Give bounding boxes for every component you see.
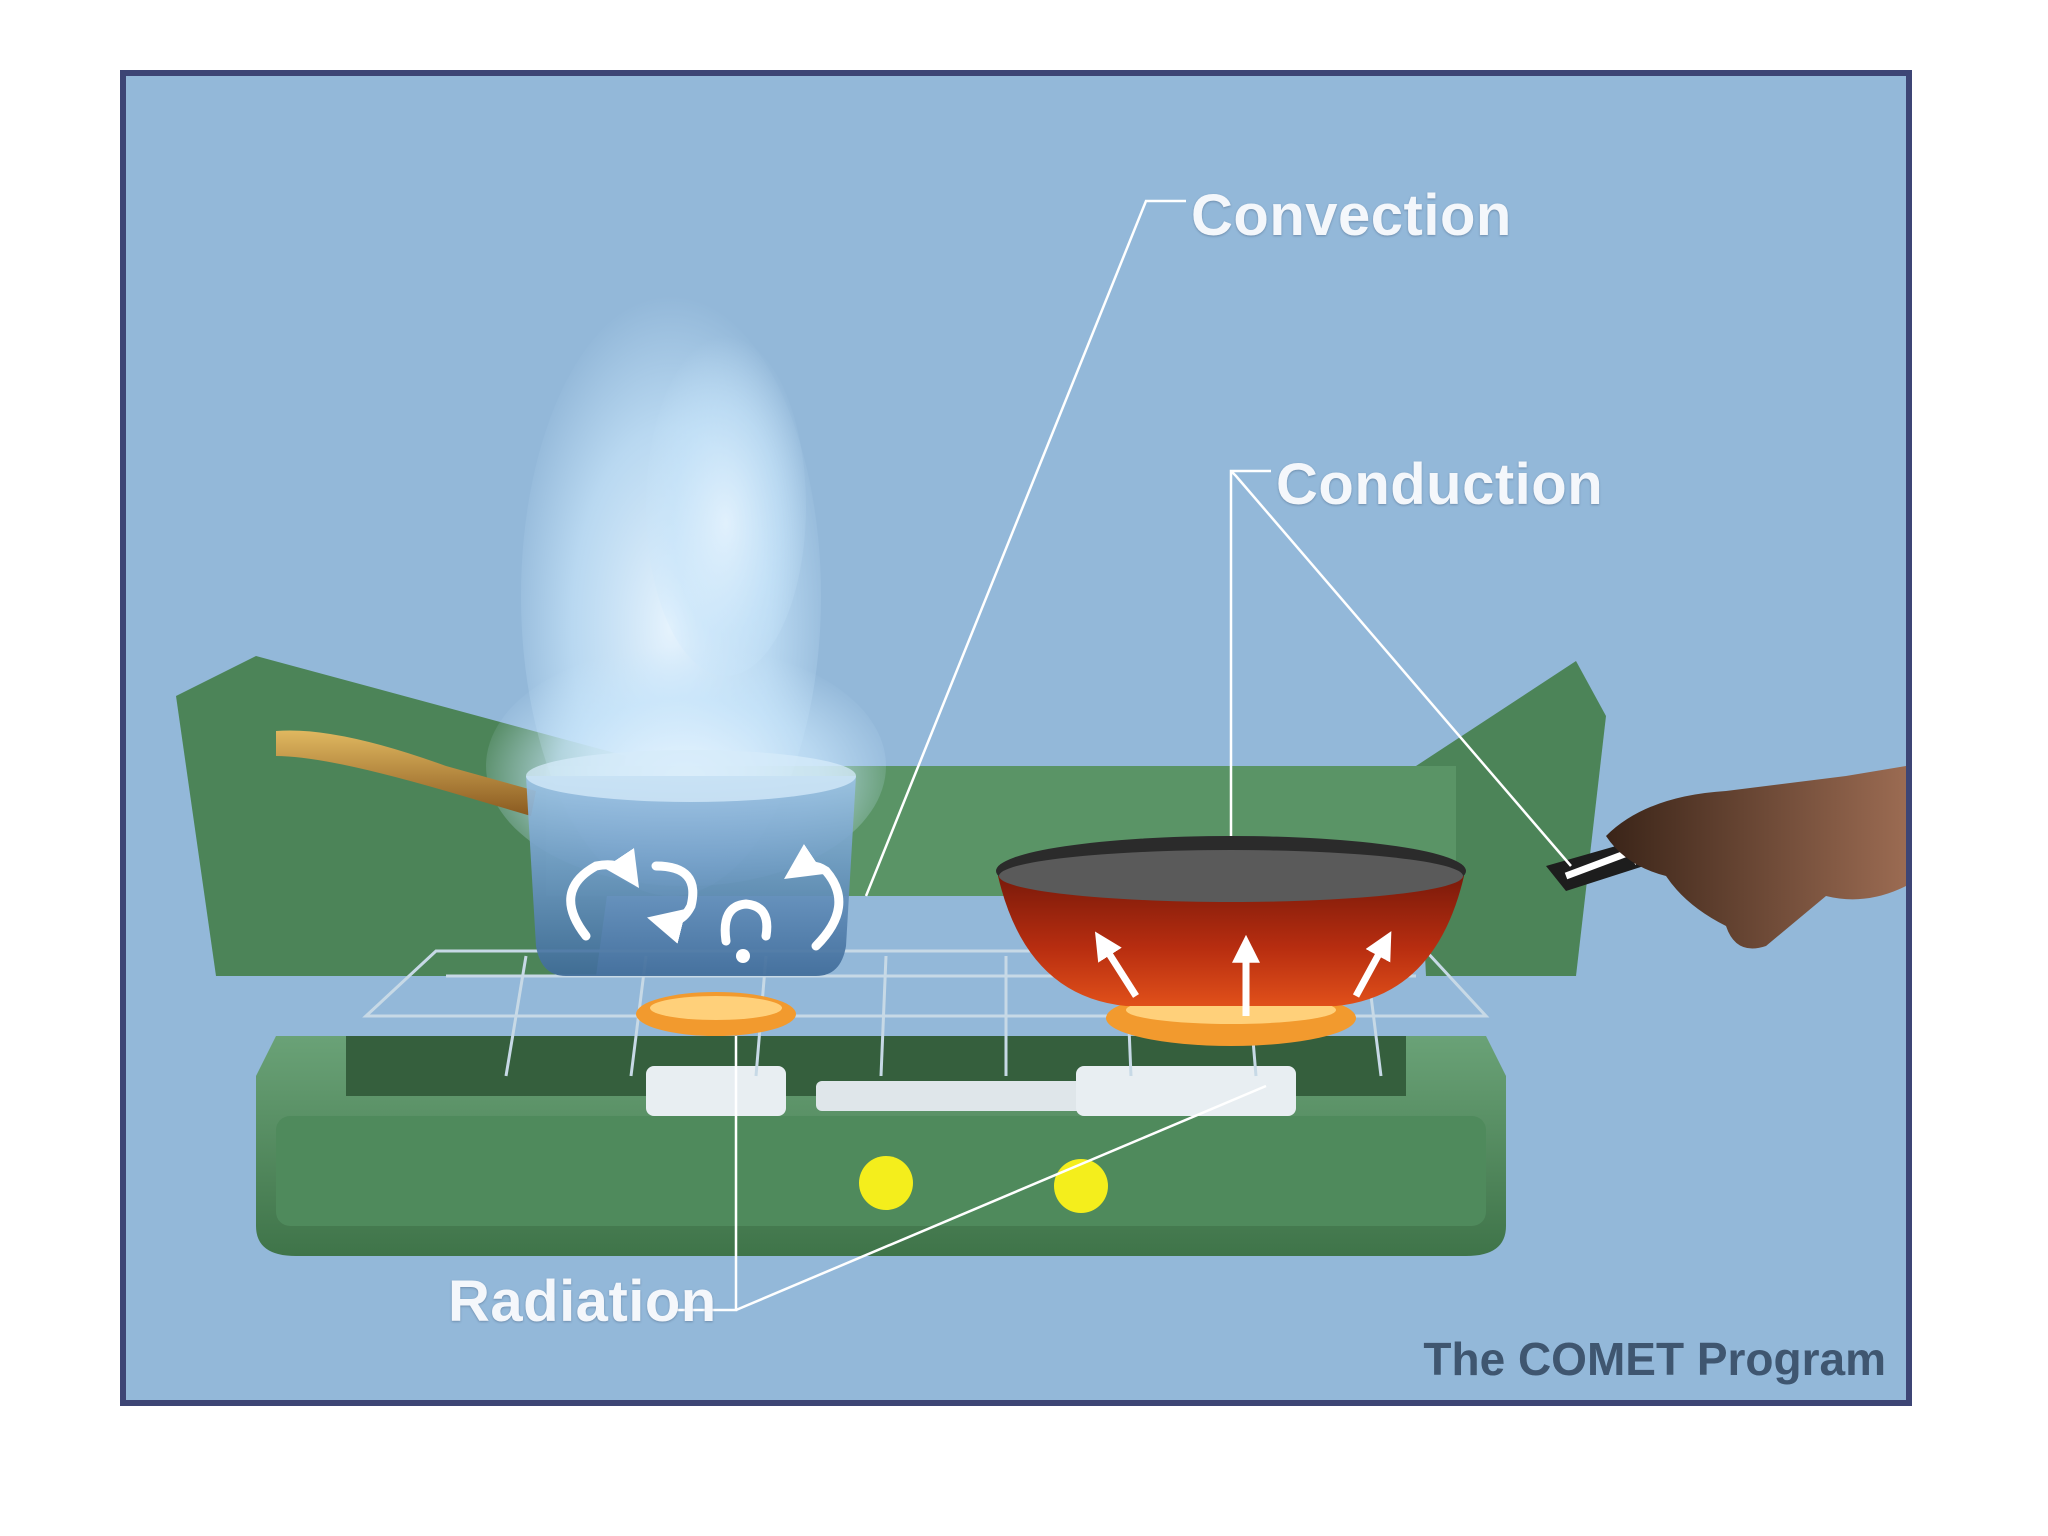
conduction-label: Conduction — [1276, 452, 1604, 517]
stove-knob-icon — [1054, 1159, 1108, 1213]
hand-icon — [1606, 766, 1906, 949]
convection-label: Convection — [1191, 183, 1512, 248]
diagram-frame: Convection Conduction Radiation The COME… — [120, 70, 1912, 1406]
convection-leader-line — [864, 199, 1186, 897]
stove-knob-icon — [859, 1156, 913, 1210]
credit-text: The COMET Program — [1423, 1333, 1886, 1385]
camp-stove-illustration — [176, 199, 1906, 1312]
camp-stove-icon — [256, 1036, 1506, 1256]
water-pot-icon — [276, 730, 856, 976]
radiation-label: Radiation — [448, 1269, 717, 1334]
frying-pan-icon — [996, 826, 1706, 1016]
burner-flame-icon — [636, 992, 796, 1036]
conduction-leader-line — [1229, 469, 1572, 867]
radiation-leader-line — [671, 1036, 1267, 1312]
